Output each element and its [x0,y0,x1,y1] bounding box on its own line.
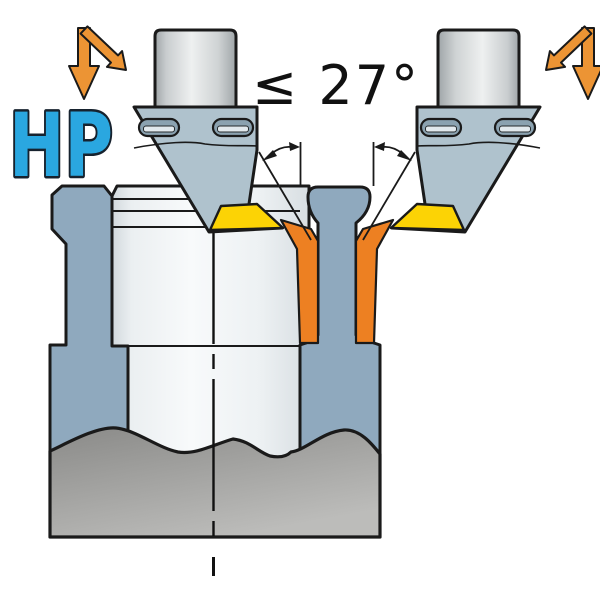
hp-designation-label: HP [9,94,113,197]
oscillation-arrow-left [68,25,127,100]
oscillation-arrow-right [545,25,600,100]
workpiece-lower-bulk [48,426,382,539]
workpiece [48,184,395,576]
max-angle-label: ≤ 27° [252,54,420,117]
machined-groove-wall-left [279,218,320,345]
machined-groove-wall-right [354,218,395,345]
